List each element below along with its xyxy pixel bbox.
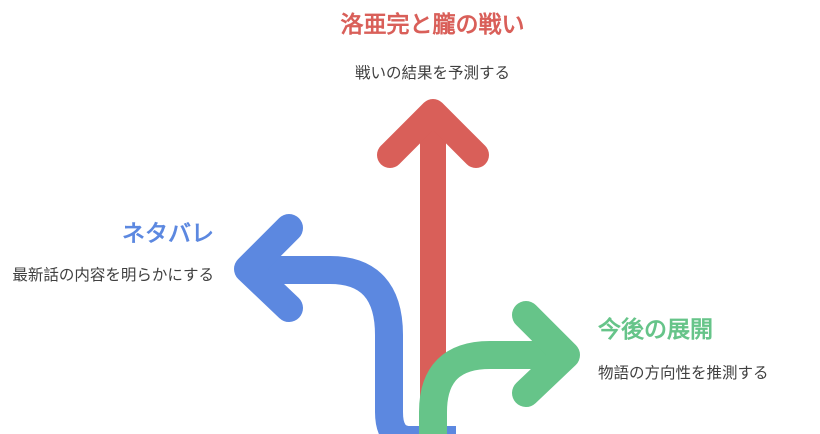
green-arrow-shaft bbox=[419, 341, 560, 434]
top-branch-label: 洛亜完と朧の戦い 戦いの結果を予測する bbox=[300, 11, 565, 85]
right-branch-title: 今後の展開 bbox=[598, 317, 713, 343]
top-branch-description: 戦いの結果を予測する bbox=[354, 64, 510, 82]
right-branch-label: 今後の展開 物語の方向性を推測する bbox=[598, 316, 813, 385]
green-arrow-head bbox=[512, 301, 580, 407]
blue-arrow-shaft bbox=[260, 256, 456, 434]
blue-arrow-head bbox=[234, 214, 303, 322]
top-branch-title: 洛亜完と朧の戦い bbox=[340, 12, 525, 38]
blue-arrow bbox=[234, 214, 456, 434]
left-branch-label: ネタバレ 最新話の内容を明らかにする bbox=[0, 220, 214, 287]
red-arrow-head bbox=[377, 99, 489, 168]
left-branch-description: 最新話の内容を明らかにする bbox=[12, 266, 214, 284]
left-branch-title: ネタバレ bbox=[122, 221, 214, 247]
green-arrow bbox=[419, 301, 580, 434]
right-branch-description: 物語の方向性を推測する bbox=[598, 364, 769, 382]
